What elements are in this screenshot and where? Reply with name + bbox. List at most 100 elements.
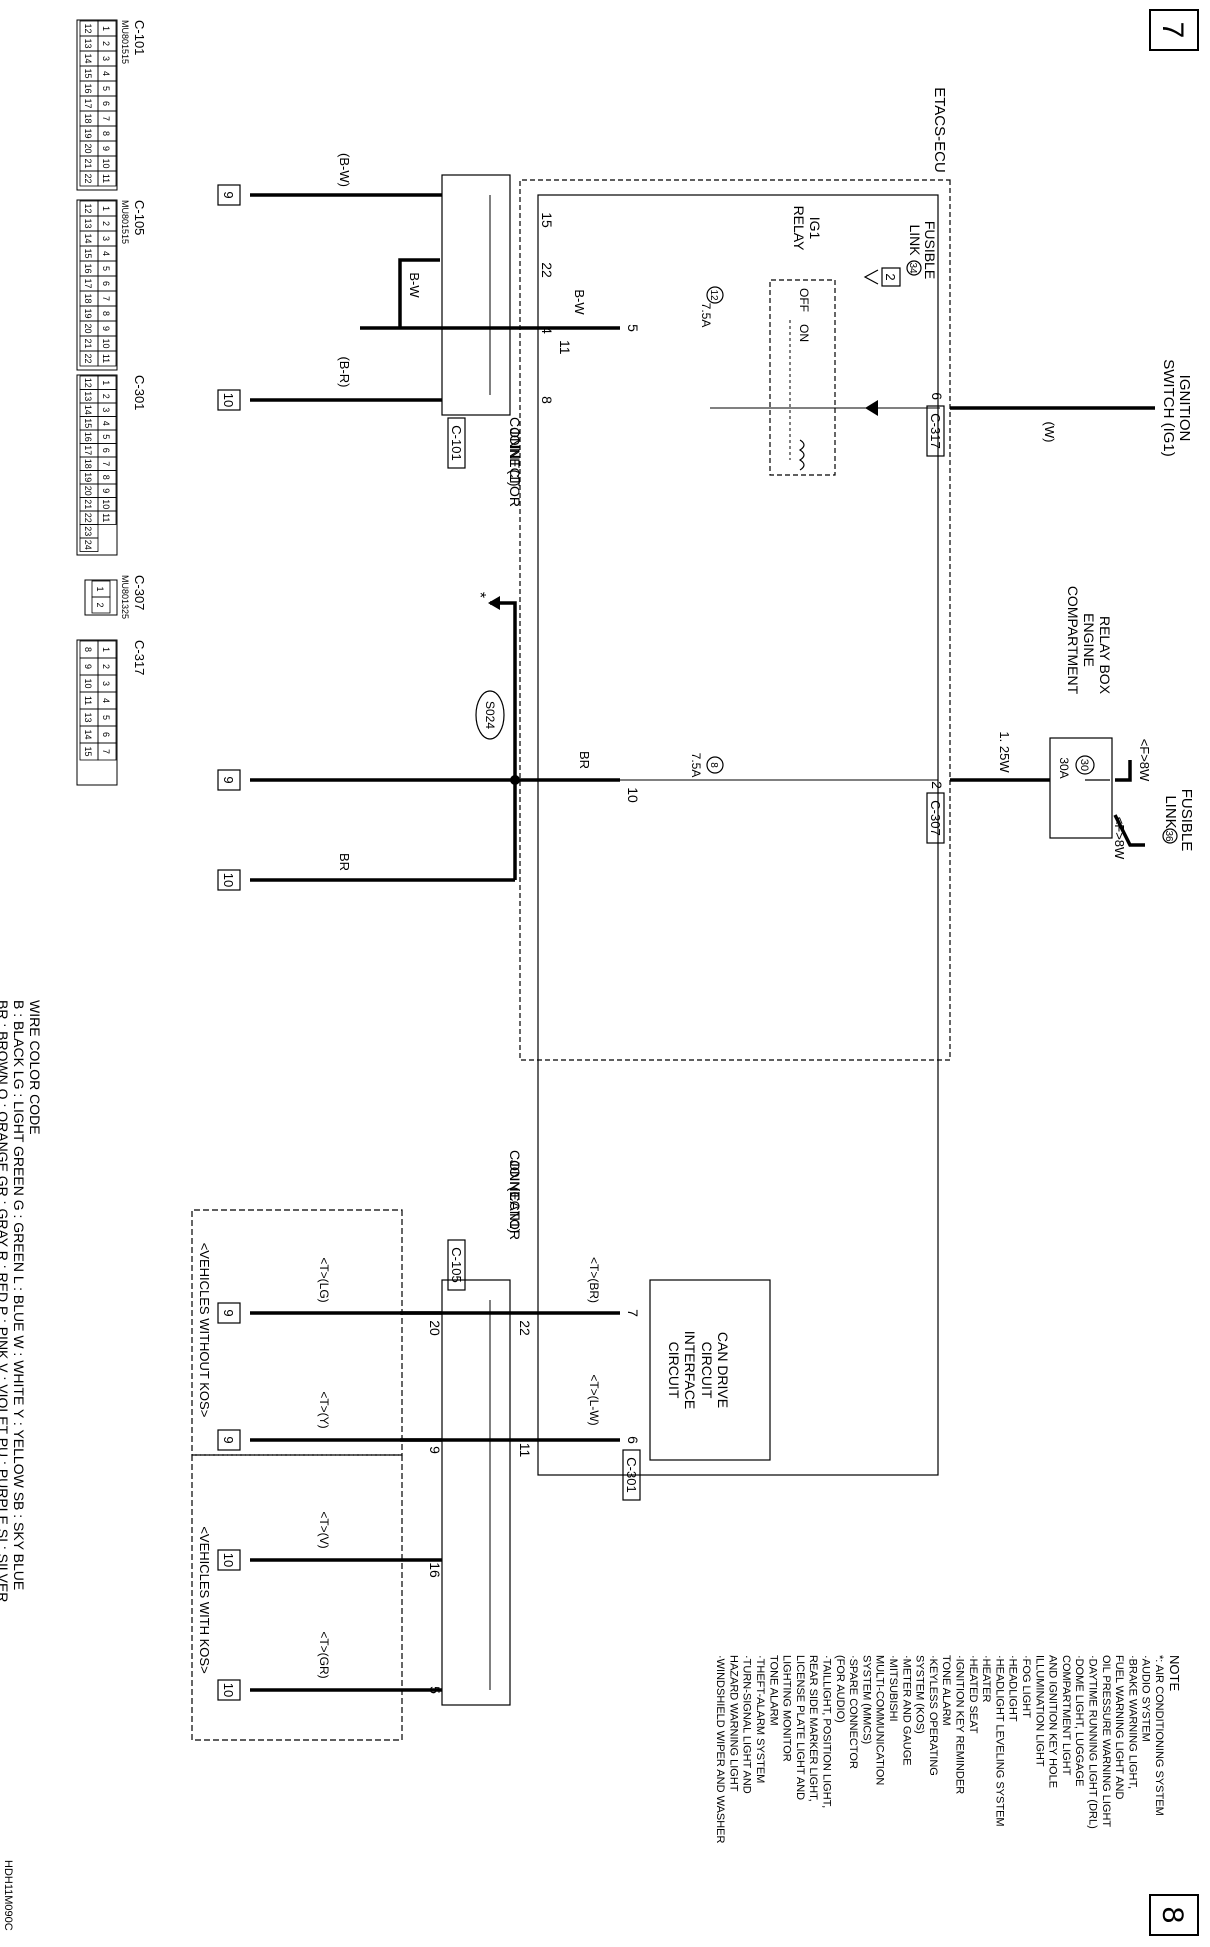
c101-pin-number: 19: [83, 128, 93, 138]
c105-pin-number: 2: [101, 221, 111, 226]
c101-name: C-101: [132, 20, 147, 55]
c105-pin-number: 18: [83, 293, 93, 303]
note-line: ·SPARE CONNECTOR: [847, 1655, 859, 1769]
c101-pin-number: 5: [101, 86, 111, 91]
can-pin-20: 20: [427, 1320, 443, 1336]
c101-tag: [447, 417, 466, 469]
c301-pin-number: 13: [83, 391, 93, 401]
note-line: ·TAILLIGHT, POSITION LIGHT,: [821, 1655, 833, 1808]
note-line: ILLUMINATION LIGHT: [1033, 1655, 1045, 1767]
c105-pin-number: 3: [101, 236, 111, 241]
fusible-link-34-arrow: [863, 269, 879, 285]
c307-tag-label: C-307: [928, 800, 943, 835]
c101-pin-number: 7: [101, 116, 111, 121]
wire-label-b-w: B-W: [572, 289, 587, 315]
relay-coil: [798, 439, 805, 471]
c307-tag: [926, 792, 945, 844]
c105-pin-number: 11: [101, 354, 111, 363]
jc-pin-22: 22: [539, 262, 555, 278]
note-line: *: AIR CONDITIONING SYSTEM: [1153, 1655, 1165, 1816]
ignition-switch-label-2: SWITCH (IG1): [1160, 359, 1177, 457]
ignition-switch-label: IGNITION: [1176, 375, 1193, 442]
joint-connector-1-label: JOINT: [507, 428, 523, 469]
fusible-link-34-label: FUSIBLE: [922, 221, 938, 279]
note-lines: *: AIR CONDITIONING SYSTEM·AUDIO SYSTEM·…: [714, 1655, 1165, 1843]
can-pin-16: 16: [427, 1562, 443, 1578]
etacs-ecu-outline: [519, 179, 951, 1061]
vehicles-with-kos: <VEHICLES WITH KOS>: [197, 1526, 212, 1673]
c317-pin-number: 3: [101, 681, 111, 686]
note-line: ·HEATED SEAT: [967, 1655, 979, 1734]
wire-label-b-w-jumper: B-W: [407, 272, 422, 298]
c105-pin-number: 14: [83, 233, 93, 243]
note-line: SYSTEM (KOS): [914, 1655, 926, 1734]
ref-10-c: [217, 1549, 241, 1571]
fusible-link-34-label-2: LINK: [907, 224, 923, 256]
c317-tag-label: C-317: [928, 413, 943, 448]
c307-name: C-307: [132, 575, 147, 610]
c105-pin-number: 17: [83, 278, 93, 288]
note-line: ·HEATER: [980, 1655, 992, 1703]
wire-label-b-r: (B-R): [337, 356, 352, 387]
splice-s024-label: S024: [483, 701, 497, 729]
c105-pin-number: 16: [83, 263, 93, 273]
c105-pin-number: 1: [101, 206, 111, 211]
c301-pin-number: 9: [101, 488, 111, 493]
wire-label-w: (W): [1042, 422, 1057, 443]
fuse-12-amps: 7.5A: [699, 303, 713, 328]
ref-9-b-label: 9: [221, 776, 236, 783]
fuse-12-number: 12: [708, 289, 719, 301]
wire-label-f8w-a: <F>8W: [1137, 739, 1152, 782]
wire-label-b-w-15: (B-W): [337, 153, 352, 187]
fuse-8-amps: 7.5A: [689, 753, 703, 778]
c317-pin-number: 7: [101, 749, 111, 754]
c301-pin-number: 5: [101, 434, 111, 439]
note-line: ·IGNITION KEY REMINDER: [954, 1655, 966, 1794]
c101-pin-number: 8: [101, 131, 111, 136]
fuse-8-circle: [706, 756, 724, 774]
joint-connector-1-label-2: CONNECTOR: [507, 417, 523, 507]
c105-pin-cell: [79, 350, 99, 367]
relay-diode: [865, 400, 878, 416]
star-arrow: [488, 596, 500, 610]
ref-9-d-label: 9: [221, 1436, 236, 1443]
c101-pinout: [76, 19, 118, 191]
splice-s024: [475, 690, 505, 740]
c301-pinout: [76, 374, 118, 556]
c105-name: C-105: [132, 200, 147, 235]
c101-pin-number: 1: [101, 26, 111, 31]
c101-pin-number: 13: [83, 38, 93, 48]
note-line: ·WINDSHIELD WIPER AND WASHER: [714, 1655, 726, 1843]
c317-pin-number: 13: [83, 712, 93, 722]
relay-box: [1049, 737, 1113, 839]
page-number-box-right: [1149, 1894, 1199, 1936]
c105-pin-number: 4: [101, 251, 111, 256]
wire-label-t-y: <T>(Y): [317, 1391, 331, 1428]
c301-pin-cell: [79, 537, 99, 552]
c101-pin-number: 22: [83, 173, 93, 183]
note-line: FUEL WARNING LIGHT AND: [1113, 1655, 1125, 1800]
can-drive-label: CAN DRIVE: [715, 1332, 731, 1408]
joint-connector-can-box: [441, 1279, 511, 1706]
c317-pin-number: 11: [83, 696, 93, 705]
ref-9-a: [217, 184, 241, 206]
jc-pin-11: 11: [557, 340, 573, 355]
c317-pin-number: 14: [83, 729, 93, 739]
note-line: ·KEYLESS OPERATING: [927, 1655, 939, 1776]
wire-label-f8w-b: <F>8W: [1112, 817, 1127, 860]
interface-label-2: CIRCUIT: [666, 1342, 682, 1399]
ref-10-b-label: 10: [221, 873, 236, 887]
page-number-right: 8: [1156, 1907, 1189, 1924]
note-line: ·HEADLIGHT LEVELING SYSTEM: [993, 1655, 1005, 1827]
c317-pin-number: 5: [101, 715, 111, 720]
c301-tag-label: C-301: [624, 1457, 639, 1492]
c101-pin-number: 12: [83, 23, 93, 33]
note-line: TONE ALARM: [940, 1655, 952, 1726]
fusible-link-36-number: 36: [1163, 830, 1174, 842]
with-kos-frame: [191, 1454, 403, 1741]
ref-9-c: [217, 1302, 241, 1324]
c101-pin-number: 16: [83, 83, 93, 93]
c301-pin-number: 12: [83, 378, 93, 388]
interface-label: INTERFACE: [682, 1331, 698, 1410]
